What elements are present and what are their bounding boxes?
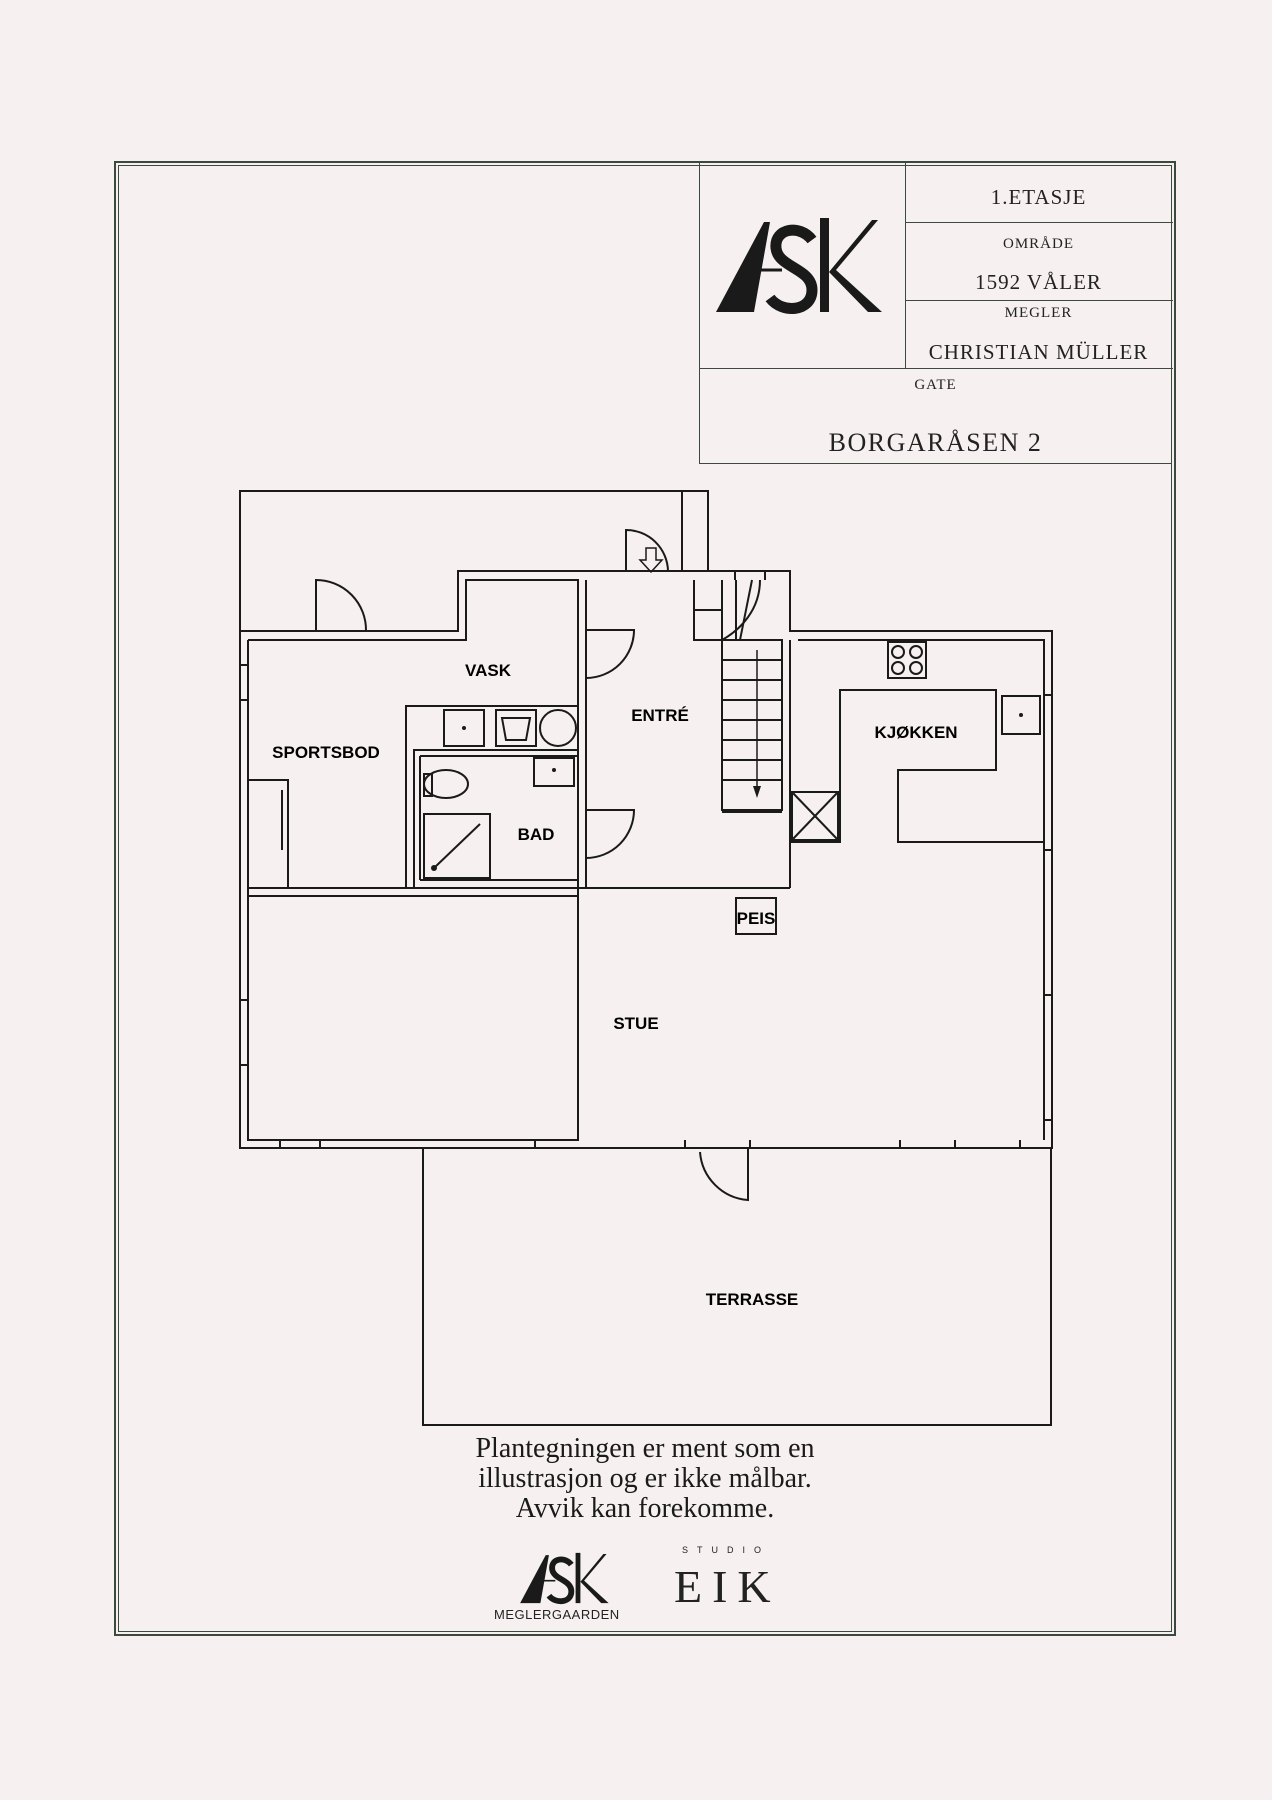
room-peis: PEIS [737,909,776,928]
room-stue: STUE [613,1014,658,1033]
title-block [699,163,1173,464]
eik-logo: EIK [674,1561,781,1612]
broker-label: MEGLER [1004,305,1073,321]
room-terrasse: TERRASSE [706,1290,799,1309]
ask-footer-subtitle: MEGLERGAARDEN [494,1607,620,1622]
inner-frame [118,165,1172,1632]
disclaimer-line-2: illustrasjon og er ikke målbar. [478,1463,812,1494]
disclaimer-line-3: Avvik kan forekomme. [515,1493,775,1524]
ask-footer-logo [520,1552,609,1605]
ask-logo [716,218,882,314]
room-entre: ENTRÉ [631,706,689,725]
studio-label: STUDIO [682,1545,771,1555]
room-vask: VASK [465,661,512,680]
street-label: GATE [914,377,957,393]
floor-label: 1.ETASJE [990,185,1087,209]
room-kjokken: KJØKKEN [874,723,957,742]
street-value: BORGARÅSEN 2 [828,428,1043,457]
area-label: OMRÅDE [1002,236,1074,252]
outer-frame [114,161,1176,1636]
room-sportsbod: SPORTSBOD [272,743,380,762]
disclaimer-line-1: Plantegningen er ment som en [475,1433,815,1464]
disclaimer: Plantegningen er ment som en illustrasjo… [380,1434,910,1524]
room-bad: BAD [518,825,555,844]
broker-value: CHRISTIAN MÜLLER [928,340,1149,364]
area-value: 1592 VÅLER [975,270,1102,294]
